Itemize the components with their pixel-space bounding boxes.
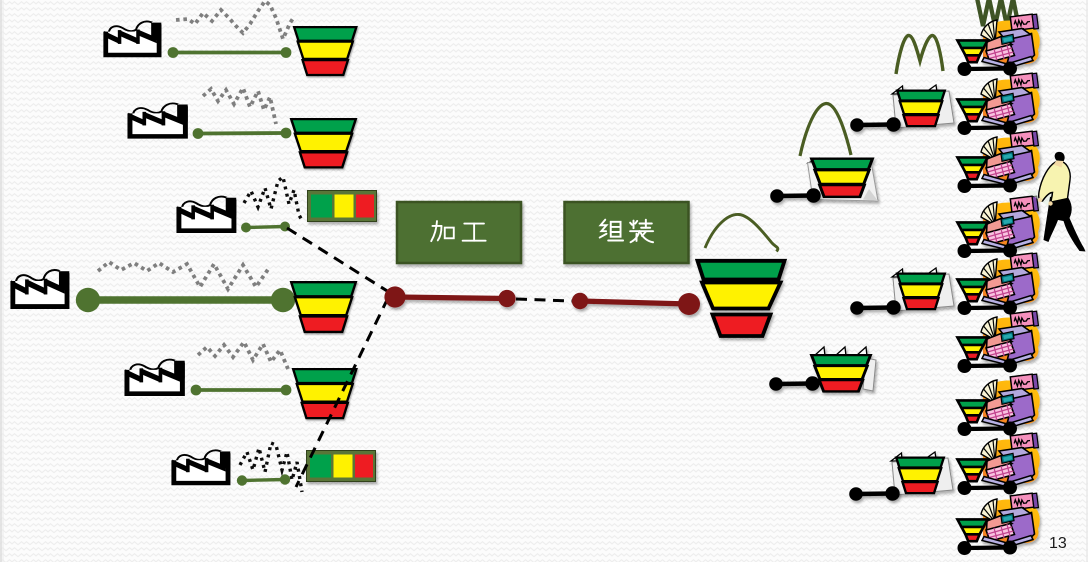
svg-text:13: 13 bbox=[1049, 535, 1067, 552]
